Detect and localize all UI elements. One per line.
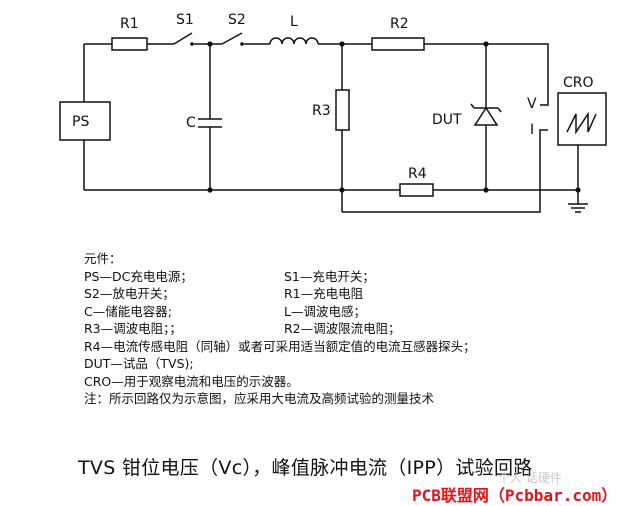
r2-resistor (371, 37, 425, 51)
cro-box (557, 92, 607, 146)
r2-label: R2 (390, 16, 409, 32)
site-watermark: PCB联盟网（Pcbbar.com） (412, 486, 618, 505)
legend-note: 注：所示回路仅为示意图，应采用大电流及高频试验的测量技术 (84, 391, 435, 406)
l-inductor (269, 37, 319, 45)
legend-item: S1—充电开关； (284, 268, 375, 284)
legend-line: R4—电流传感电阻（同轴）或者可采用适当额定值的电流互感器探头； (84, 338, 476, 354)
i-label: I (530, 122, 534, 138)
r4-resistor (399, 183, 434, 197)
s1-label: S1 (176, 12, 194, 28)
r4-bypass-wire (342, 129, 548, 213)
legend-item: L—调波电感； (284, 303, 366, 319)
legend-item: PS—DC充电电源； (84, 268, 193, 284)
r4-label: R4 (408, 166, 427, 182)
legend-row: S2—放电开关； R1—充电电阻 (84, 285, 584, 303)
cro-waveform (566, 111, 597, 135)
component-legend: 元件： PS—DC充电电源； S1—充电开关； S2—放电开关； R1—充电电阻… (84, 250, 584, 408)
legend-item: C—储能电容器; (84, 303, 172, 319)
legend-line: DUT—试品（TVS); (84, 356, 194, 371)
legend-line: CRO—用于观察电流和电压的示波器。 (84, 373, 299, 389)
legend-item: R2—调波限流电阻； (284, 321, 401, 336)
legend-item: R1—充电电阻 (284, 286, 364, 301)
ps-label: PS (72, 114, 89, 130)
legend-item: R3—调波电阻；； (84, 321, 182, 336)
dut-diode-triangle (473, 106, 499, 126)
r3-resistor (335, 89, 350, 131)
s1-switch (173, 32, 193, 45)
legend-item: S2—放电开关； (84, 286, 175, 301)
legend-header: 元件： (84, 251, 122, 266)
ground-symbol (568, 203, 588, 213)
r3-label: R3 (312, 103, 331, 119)
junction-dots (190, 41, 581, 193)
c-label: C (186, 115, 196, 131)
legend-row: C—储能电容器; L—调波电感； (84, 303, 584, 321)
r1-resistor (111, 37, 148, 51)
s2-label: S2 (228, 12, 246, 28)
legend-row: R3—调波电阻；； R2—调波限流电阻； (84, 320, 584, 338)
r1-label: R1 (120, 16, 139, 32)
cro-v-wire (486, 43, 549, 106)
figure-caption: TVS 钳位电压（Vc），峰值脉冲电流（IPP）试验回路 (78, 457, 533, 479)
dut-label: DUT (432, 112, 462, 128)
legend-row: PS—DC充电电源； S1—充电开关； (84, 268, 584, 286)
ps-box (59, 101, 111, 141)
cro-label: CRO (563, 75, 594, 91)
faint-watermark: 个人 话硬件 (498, 471, 562, 485)
v-label: V (527, 96, 537, 112)
l-label: L (290, 14, 298, 30)
s2-switch (221, 32, 243, 45)
circuit-diagram: R1 S1 S2 L R2 PS C R3 DUT R4 CRO V I (59, 12, 607, 213)
